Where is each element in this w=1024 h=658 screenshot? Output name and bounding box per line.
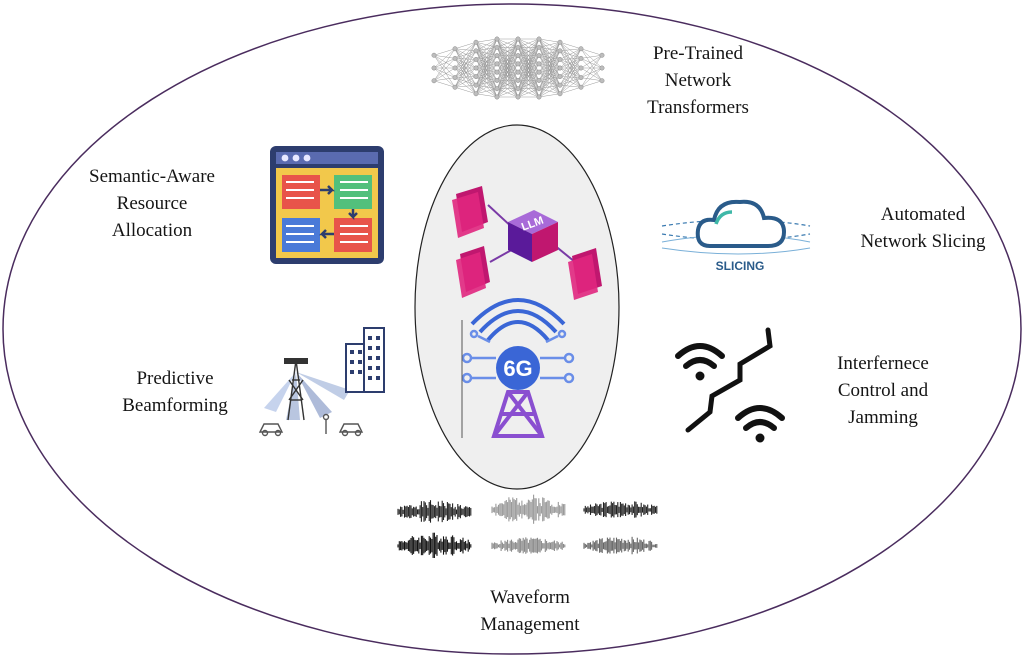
neural-network-icon: [431, 36, 605, 100]
waveform-icons: [397, 494, 658, 558]
label-line: Allocation: [111, 220, 193, 241]
6g-label: 6G: [503, 356, 532, 381]
label-line: Jamming: [848, 407, 918, 428]
label-line: Interfernece: [837, 353, 929, 374]
label-automated-network-slicing: Automated Network Slicing: [838, 201, 1008, 255]
label-waveform-management: Waveform Management: [440, 584, 620, 638]
slicing-label: SLICING: [716, 259, 765, 273]
waveform-gray-1: [491, 494, 566, 524]
label-line: Predictive: [136, 368, 214, 389]
resource-allocation-icon: [270, 146, 384, 264]
label-semantic-resource-allocation: Semantic-Aware Resource Allocation: [62, 163, 242, 244]
waveform-dark-3: [397, 532, 472, 558]
label-interference-control-jamming: Interfernece Control and Jamming: [808, 350, 958, 431]
label-line: Beamforming: [122, 395, 228, 416]
interference-icon: [675, 327, 785, 443]
waveform-gray-3: [583, 536, 658, 555]
label-line: Resource: [116, 193, 188, 214]
beamforming-icon: [258, 327, 385, 437]
waveform-dark-2: [583, 501, 658, 518]
label-predictive-beamforming: Predictive Beamforming: [90, 365, 260, 419]
waveform-gray-2: [491, 537, 566, 554]
label-line: Semantic-Aware: [89, 166, 215, 187]
waveform-dark-1: [397, 500, 472, 523]
llm-icon: LLM: [452, 186, 602, 300]
cloud-slicing-icon: SLICING: [661, 199, 811, 273]
label-line: Pre-Trained: [652, 43, 744, 64]
label-line: Network Slicing: [860, 231, 986, 252]
label-line: Automated: [880, 204, 966, 225]
label-line: Waveform: [490, 587, 570, 608]
6g-tower-icon: 6G: [461, 298, 575, 438]
label-line: Network: [664, 70, 732, 91]
label-line: Management: [480, 614, 580, 635]
label-pretrained-network-transformers: Pre-Trained Network Transformers: [618, 40, 778, 121]
label-line: Transformers: [647, 97, 749, 118]
label-line: Control and: [837, 380, 929, 401]
